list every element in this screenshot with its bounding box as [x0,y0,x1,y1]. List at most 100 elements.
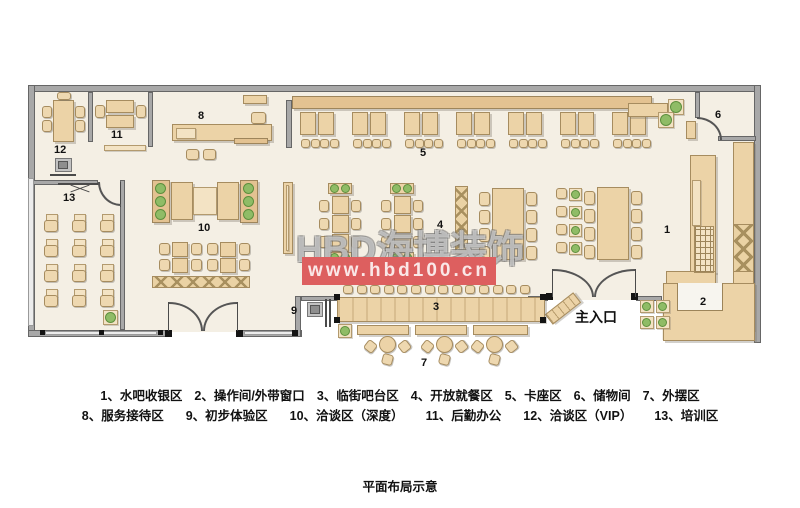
side-table [556,224,567,235]
cushion-icon [155,196,166,207]
wall-post [540,317,546,323]
desk-shelf [234,138,268,144]
desk [106,115,134,128]
area-number-7: 7 [421,357,428,369]
watermark-band: www.hbd100.cn [302,257,496,285]
legend-item-7: 7、外摆区 [642,389,700,403]
legend-item-4: 4、开放就餐区 [410,389,493,403]
stool [363,139,372,148]
chair [479,192,490,206]
wall-post [40,330,45,335]
cushion-icon [243,183,254,194]
chair [72,220,86,232]
chair [526,192,537,206]
chair [487,352,502,367]
chair [380,352,395,367]
wall [148,92,153,147]
outdoor-bench [415,325,467,335]
chair [437,352,452,367]
legend-item-9: 9、初步体验区 [185,409,268,423]
chair [100,295,114,307]
chair [42,120,52,132]
legend-item-13: 13、培训区 [654,409,719,423]
lattice-bench [152,276,250,288]
kitchen-floor [677,283,723,311]
legend-item-8: 8、服务接待区 [81,409,164,423]
booth-table [370,112,386,135]
cushion-icon [341,184,350,193]
area-number-13: 13 [63,192,76,204]
area-number-1: 1 [664,224,671,236]
wall [120,180,125,330]
table [172,258,188,273]
chair [584,191,595,205]
legend-item-5: 5、卡座区 [504,389,562,403]
chair [319,218,329,230]
bar-stool [357,285,367,294]
wall-post [165,330,172,337]
door-leaf [237,302,238,331]
area-number-11: 11 [111,129,123,141]
wall-cabinet [243,95,267,104]
table [220,242,236,257]
table [220,258,236,273]
banquette [292,96,652,109]
stool [613,139,622,148]
chair [631,245,642,259]
stool [519,139,528,148]
wall [754,85,761,343]
chair [381,236,391,248]
bar-stool [411,285,421,294]
door-leaf [635,269,636,297]
chair [319,236,329,248]
plant-icon [571,226,580,235]
table [394,234,411,252]
window [244,331,296,335]
chair [351,236,361,248]
cushion-icon [403,184,412,193]
stool [538,139,547,148]
plant-icon [105,312,116,323]
chair [479,210,490,224]
chair [453,338,470,355]
lattice-cabinet [733,224,754,272]
stool [330,139,339,148]
stool [632,139,641,148]
kiosk-rail [329,299,331,327]
bar-stool [397,285,407,294]
bar-stool [506,285,516,294]
stool [580,139,589,148]
chair [44,295,58,307]
stool [467,139,476,148]
booth-table [318,112,334,135]
chair [100,245,114,257]
plant-icon [658,318,667,327]
bar-stool [520,285,530,294]
plant-icon [340,326,350,336]
stool [382,139,391,148]
street-bar [337,297,545,322]
cushion-icon [330,184,339,193]
plant-icon [571,190,580,199]
chair [351,200,361,212]
chair [95,105,105,118]
table [332,196,349,214]
wall-post [334,294,340,300]
stool [251,112,266,124]
plant-icon [660,114,672,126]
projection-screen [58,183,100,185]
chair [631,191,642,205]
table [332,215,349,233]
stool [415,139,424,148]
bar-stool [479,285,489,294]
chair [381,218,391,230]
outdoor-bench [357,325,409,335]
copier-detail [58,161,68,169]
table [394,196,411,214]
bar-stool [425,285,435,294]
sofa [328,183,352,194]
stool [424,139,433,148]
cushion-icon [155,209,166,220]
stool [301,139,310,148]
chair [72,295,86,307]
